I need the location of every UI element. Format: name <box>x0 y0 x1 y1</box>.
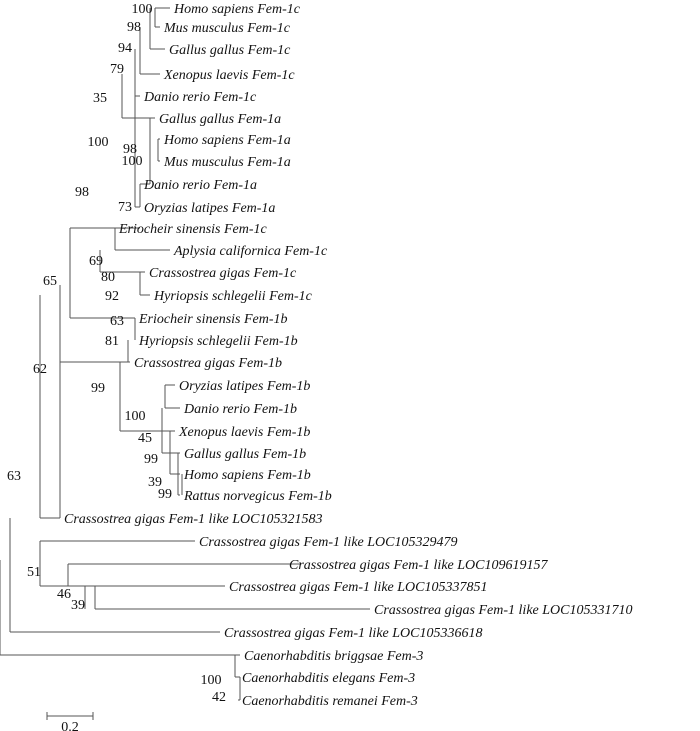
support-values: 1009894793510098100739869809265638199100… <box>7 2 226 705</box>
support-value: 100 <box>88 135 109 150</box>
leaf-label: Crassostrea gigas Fem-1b <box>134 356 282 371</box>
leaf-label: Homo sapiens Fem-1b <box>183 468 311 483</box>
support-value: 98 <box>127 20 141 35</box>
leaf-label: Hyriopsis schlegelii Fem-1c <box>153 289 313 304</box>
leaf-label: Gallus gallus Fem-1a <box>159 112 281 127</box>
support-value: 65 <box>43 274 57 289</box>
support-value: 69 <box>89 254 103 269</box>
leaf-label: Homo sapiens Fem-1c <box>173 2 301 17</box>
support-value: 99 <box>144 452 158 467</box>
leaf-label: Crassostrea gigas Fem-1 like LOC10532158… <box>64 512 322 527</box>
support-value: 63 <box>110 314 124 329</box>
support-value: 92 <box>105 289 119 304</box>
support-value: 51 <box>27 565 41 580</box>
scale-bar: 0.2 <box>46 712 94 731</box>
leaf-label: Crassostrea gigas Fem-1 like LOC10533171… <box>374 603 632 618</box>
support-value: 35 <box>93 91 107 106</box>
support-value: 81 <box>105 334 119 349</box>
support-value: 94 <box>118 41 132 56</box>
support-value: 62 <box>33 362 47 377</box>
support-value: 73 <box>118 200 132 215</box>
support-value: 79 <box>110 62 124 77</box>
leaf-label: Eriocheir sinensis Fem-1b <box>138 312 288 327</box>
scale-bar-label: 0.2 <box>61 720 79 731</box>
support-value: 99 <box>158 487 172 502</box>
leaf-label: Eriocheir sinensis Fem-1c <box>118 222 268 237</box>
leaf-label: Crassostrea gigas Fem-1 like LOC10532947… <box>199 535 457 550</box>
leaf-label: Oryzias latipes Fem-1b <box>179 379 310 394</box>
support-value: 100 <box>122 154 143 169</box>
support-value: 42 <box>212 690 226 705</box>
support-value: 80 <box>101 270 115 285</box>
leaf-label: Crassostrea gigas Fem-1 like LOC10533661… <box>224 626 482 641</box>
support-value: 100 <box>201 673 222 688</box>
support-value: 63 <box>7 469 21 484</box>
leaf-label: Crassostrea gigas Fem-1 like LOC10533785… <box>229 580 487 595</box>
leaf-label: Danio rerio Fem-1a <box>143 178 257 193</box>
tree-branches <box>0 7 370 701</box>
leaf-label: Mus musculus Fem-1c <box>163 21 291 36</box>
support-value: 45 <box>138 431 152 446</box>
support-value: 98 <box>75 185 89 200</box>
leaf-label: Xenopus laevis Fem-1b <box>178 425 310 440</box>
leaf-label: Hyriopsis schlegelii Fem-1b <box>138 334 298 349</box>
leaf-label: Danio rerio Fem-1b <box>183 402 297 417</box>
leaf-label: Mus musculus Fem-1a <box>163 155 291 170</box>
support-value: 100 <box>125 409 146 424</box>
support-value: 99 <box>91 381 105 396</box>
support-value: 39 <box>71 598 85 613</box>
leaf-label: Gallus gallus Fem-1b <box>184 447 306 462</box>
support-value: 46 <box>57 587 71 602</box>
leaf-label: Caenorhabditis elegans Fem-3 <box>242 671 415 686</box>
support-value: 39 <box>148 475 162 490</box>
leaf-label: Caenorhabditis briggsae Fem-3 <box>244 649 423 664</box>
leaf-label: Gallus gallus Fem-1c <box>169 43 291 58</box>
leaf-label: Crassostrea gigas Fem-1 like LOC10961915… <box>289 558 548 573</box>
leaf-label: Homo sapiens Fem-1a <box>163 133 291 148</box>
leaf-label: Danio rerio Fem-1c <box>143 90 257 105</box>
leaf-label: Xenopus laevis Fem-1c <box>163 68 295 83</box>
leaf-label: Crassostrea gigas Fem-1c <box>149 266 297 281</box>
support-value: 98 <box>123 142 137 157</box>
leaf-label: Oryzias latipes Fem-1a <box>144 201 275 216</box>
leaf-label: Aplysia californica Fem-1c <box>173 244 328 259</box>
leaf-label: Rattus norvegicus Fem-1b <box>183 489 332 504</box>
leaf-label: Caenorhabditis remanei Fem-3 <box>242 694 418 709</box>
support-value: 100 <box>132 2 153 17</box>
